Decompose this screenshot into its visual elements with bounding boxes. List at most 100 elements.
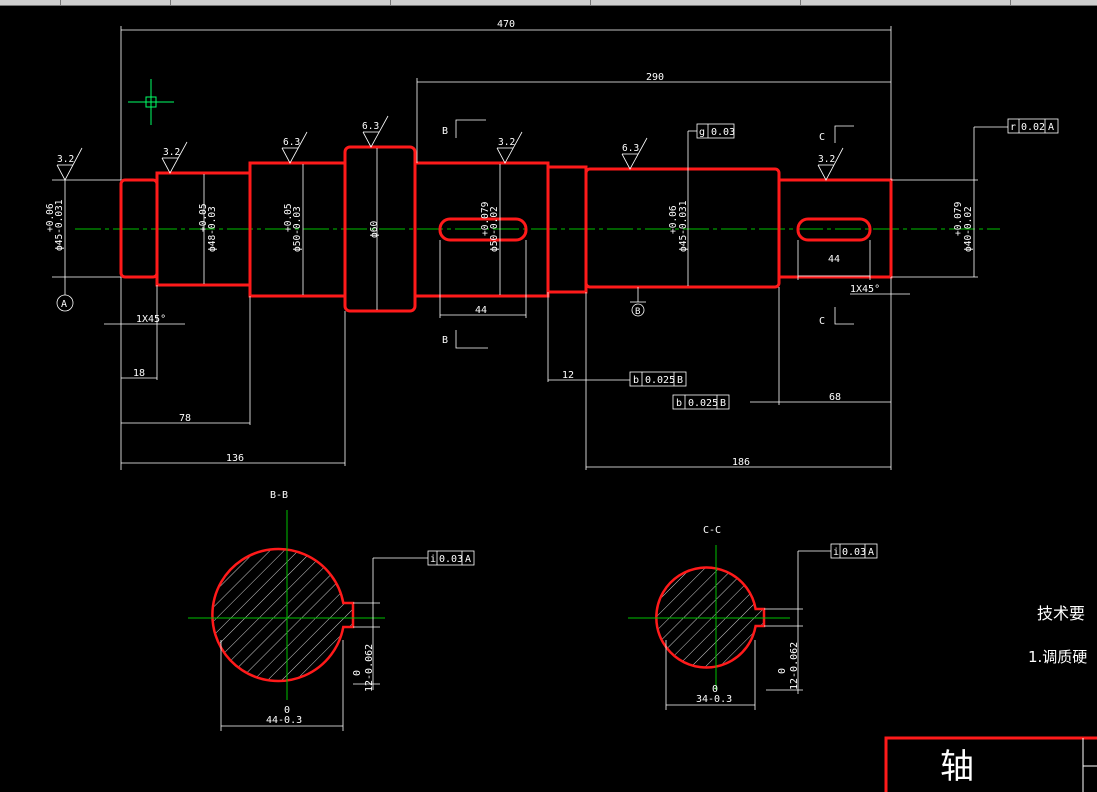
diameter-tolerance: +0.079 <box>953 201 964 236</box>
keyway-slot <box>796 217 872 242</box>
roughness-symbol-icon <box>56 147 83 181</box>
dim-78: 78 <box>179 413 191 424</box>
geometric-tolerance-frame-icon: g 0.03 <box>696 123 735 139</box>
section-mark-c-bottom: C <box>819 316 825 327</box>
svg-text:3.2: 3.2 <box>57 154 74 165</box>
section-bb: 44-0.3 0 12-0.062 0 <box>188 510 428 731</box>
dim-68: 68 <box>829 392 841 403</box>
tab[interactable] <box>170 0 391 5</box>
diameter-tolerance: +0.05 <box>283 203 294 232</box>
cad-drawing-canvas[interactable]: B B C C A B 470 290 18 78 136 12 186 68 … <box>0 5 1097 792</box>
section-cc-key-tol: 0 <box>777 668 788 674</box>
dim-chamfer-left: 1X45° <box>136 314 166 325</box>
dimension-lines <box>52 26 1008 470</box>
tab[interactable] <box>60 0 171 5</box>
roughness-symbol-icon <box>362 115 389 148</box>
dim-keyway-2: 44 <box>828 254 840 265</box>
section-cc-key: 12-0.062 <box>789 642 800 690</box>
svg-text:0.025: 0.025 <box>645 375 675 386</box>
section-bb-key-tol: 0 <box>352 670 363 676</box>
dim-136: 136 <box>226 453 244 464</box>
datum-symbol-icon: B <box>631 303 645 317</box>
diameter-text: ϕ48-0.03 <box>207 206 218 252</box>
svg-text:i: i <box>430 554 436 565</box>
tab[interactable] <box>590 0 801 5</box>
roughness-values: 3.2 3.2 6.3 6.3 3.2 6.3 3.2 <box>57 121 835 165</box>
geometric-tolerance-frame-icon: b 0.025 B <box>672 394 730 410</box>
diameter-text: ϕ45-0.031 <box>54 199 65 251</box>
diameter-tolerance: +0.079 <box>480 201 491 236</box>
section-title-bb: B-B <box>270 490 288 501</box>
dim-12: 12 <box>562 370 574 381</box>
section-cc-width-tol: 0 <box>712 684 718 695</box>
section-cc: 34-0.3 0 12-0.062 0 <box>628 545 831 710</box>
diameter-text: ϕ45-0.031 <box>678 200 689 252</box>
roughness-symbol-icon <box>161 141 188 174</box>
keyway-slot <box>438 217 528 242</box>
tab[interactable] <box>0 0 61 5</box>
svg-text:i: i <box>833 547 839 558</box>
roughness-symbol-icon <box>621 137 648 170</box>
svg-text:6.3: 6.3 <box>283 137 300 148</box>
part-name: 轴 <box>940 747 974 787</box>
svg-text:3.2: 3.2 <box>163 147 180 158</box>
svg-text:0.03: 0.03 <box>711 127 735 138</box>
tab[interactable] <box>390 0 591 5</box>
svg-text:0.03: 0.03 <box>842 547 866 558</box>
svg-text:A: A <box>868 547 874 558</box>
diameter-text: ϕ50-0.02 <box>489 206 500 252</box>
diameter-text: ϕ40-0.02 <box>963 206 974 252</box>
section-mark-b-bottom: B <box>442 335 448 346</box>
diameter-text: ϕ60 <box>369 221 380 238</box>
title-block: 轴 <box>884 736 1097 792</box>
svg-text:A: A <box>1048 122 1054 133</box>
roughness-symbol-icon <box>817 147 844 181</box>
section-cc-width: 34-0.3 <box>696 694 732 705</box>
diameter-tolerance: +0.06 <box>668 205 679 234</box>
dim-keyway-1: 44 <box>475 305 487 316</box>
crosshair-cursor-icon <box>128 79 174 125</box>
geometric-tolerance-frame-icon: i 0.03 A <box>427 550 475 566</box>
section-mark-b-top: B <box>442 126 448 137</box>
shaft-segment <box>777 178 893 279</box>
diameter-text: ϕ50-0.03 <box>292 206 303 252</box>
dim-186: 186 <box>732 457 750 468</box>
tab[interactable] <box>800 0 1011 5</box>
svg-text:0.03: 0.03 <box>439 554 463 565</box>
geometric-tolerance-frame-icon: i 0.03 A <box>830 543 878 559</box>
svg-text:b: b <box>676 398 682 409</box>
svg-text:0.02: 0.02 <box>1021 122 1045 133</box>
dim-right-length: 290 <box>646 72 664 83</box>
section-marker-lines <box>455 119 854 349</box>
technical-requirements-heading: 技术要 <box>1037 604 1085 623</box>
svg-text:0.025: 0.025 <box>688 398 718 409</box>
section-bb-width-tol: 0 <box>284 705 290 716</box>
diameter-tolerance: +0.06 <box>45 203 56 232</box>
shaft-outline <box>119 145 893 313</box>
svg-text:3.2: 3.2 <box>498 137 515 148</box>
svg-text:B: B <box>635 307 640 317</box>
roughness-symbols <box>56 115 844 181</box>
roughness-symbol-icon <box>281 131 308 164</box>
dim-18: 18 <box>133 368 145 379</box>
section-bb-width: 44-0.3 <box>266 715 302 726</box>
technical-requirement-item: 1.调质硬 <box>1028 648 1087 666</box>
svg-text:6.3: 6.3 <box>362 121 379 132</box>
geometric-tolerance-frame-icon: b 0.025 B <box>629 371 687 387</box>
section-mark-c-top: C <box>819 132 825 143</box>
svg-text:B: B <box>677 375 683 386</box>
tab-strip <box>0 0 1097 6</box>
svg-text:A: A <box>61 299 67 310</box>
datum-symbol-icon: A <box>56 294 74 312</box>
svg-text:g: g <box>699 127 705 138</box>
geometric-tolerance-frame-icon: r 0.02 A <box>1007 118 1059 134</box>
dim-chamfer-right: 1X45° <box>850 284 880 295</box>
diameter-labels: ϕ45-0.031 +0.06 ϕ48-0.03 +0.05 ϕ50-0.03 … <box>45 199 974 252</box>
diameter-tolerance: +0.05 <box>198 203 209 232</box>
svg-text:A: A <box>465 554 471 565</box>
section-title-cc: C-C <box>703 525 721 536</box>
dim-overall-length: 470 <box>497 19 515 30</box>
svg-text:r: r <box>1010 122 1016 133</box>
svg-text:B: B <box>720 398 726 409</box>
diameter-dimension-lines <box>64 148 975 310</box>
